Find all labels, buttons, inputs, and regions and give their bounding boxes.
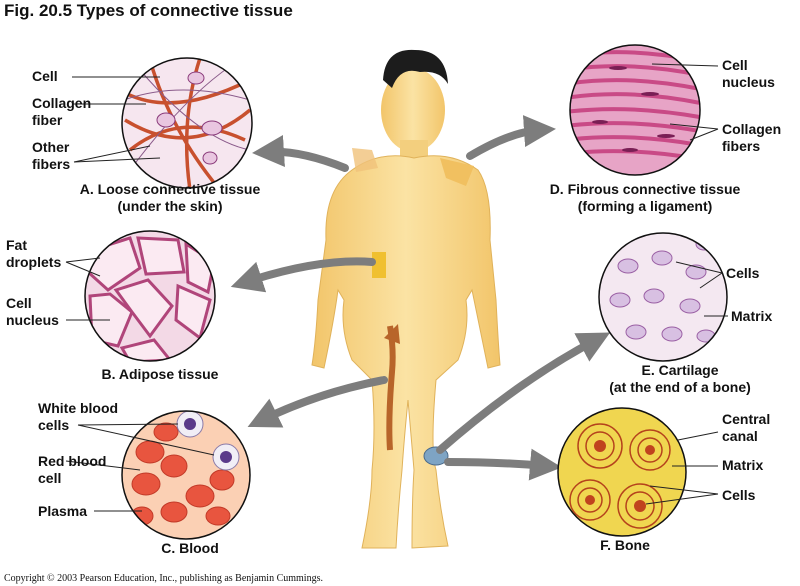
- label-wbc-line2: cells: [38, 417, 70, 433]
- caption-cartilage: E. Cartilage (at the end of a bone): [580, 362, 780, 396]
- label-collagen-fiber-line1: Collagen: [32, 95, 92, 111]
- leader-lines: [65, 63, 728, 512]
- bone-micrograph: [557, 407, 687, 537]
- label-bone-cells: Cells: [722, 487, 756, 503]
- label-other-fibers-line2: fibers: [32, 156, 71, 172]
- label-collagen-fibers-line1: Collagen: [722, 121, 782, 137]
- human-figure: [311, 49, 501, 549]
- loose-tissue-micrograph: [121, 57, 253, 189]
- caption-blood: C. Blood: [161, 540, 219, 556]
- label-other-fibers-line1: Other: [32, 139, 70, 155]
- label-rbc-line1: Red blood: [38, 453, 107, 469]
- figure-title: Fig. 20.5 Types of connective tissue: [4, 1, 293, 20]
- caption-fibrous-title: D. Fibrous connective tissue: [549, 181, 741, 197]
- label-bone-matrix: Matrix: [722, 457, 764, 473]
- caption-adipose-tissue: B. Adipose tissue: [101, 366, 219, 382]
- label-nucleus-line1: Cell: [6, 295, 32, 311]
- label-cell: Cell: [32, 68, 58, 84]
- caption-loose-sub: (under the skin): [117, 198, 223, 214]
- caption-loose-title: A. Loose connective tissue: [79, 181, 261, 197]
- label-collagen-fibers-line2: fibers: [722, 138, 761, 154]
- pointer-arrows: [230, 115, 611, 481]
- caption-bone: F. Bone: [600, 537, 650, 553]
- label-cartilage-cells: Cells: [726, 265, 760, 281]
- label-rbc-line2: cell: [38, 470, 62, 486]
- label-plasma: Plasma: [38, 503, 88, 519]
- caption-fibrous-tissue: D. Fibrous connective tissue (forming a …: [500, 181, 790, 215]
- copyright-notice: Copyright © 2003 Pearson Education, Inc.…: [4, 573, 323, 584]
- label-nucleus-line2: nucleus: [6, 312, 59, 328]
- caption-loose-tissue: A. Loose connective tissue (under the sk…: [20, 181, 320, 215]
- label-cartilage-matrix: Matrix: [731, 308, 773, 324]
- label-wbc-line1: White blood: [38, 400, 119, 416]
- label-fat-line2: droplets: [6, 254, 62, 270]
- blood-micrograph: [121, 410, 251, 540]
- label-cell-nucleus-line1: Cell: [722, 57, 748, 73]
- label-central-canal-line2: canal: [722, 428, 758, 444]
- label-fat-line1: Fat: [6, 237, 27, 253]
- caption-cartilage-sub: (at the end of a bone): [609, 379, 751, 395]
- label-central-canal-line1: Central: [722, 411, 771, 427]
- cartilage-micrograph: [598, 232, 728, 362]
- adipose-tissue-micrograph: [84, 230, 216, 362]
- label-collagen-fiber-line2: fiber: [32, 112, 63, 128]
- caption-fibrous-sub: (forming a ligament): [577, 198, 713, 214]
- label-cell-nucleus-line2: nucleus: [722, 74, 775, 90]
- caption-cartilage-title: E. Cartilage: [641, 362, 719, 378]
